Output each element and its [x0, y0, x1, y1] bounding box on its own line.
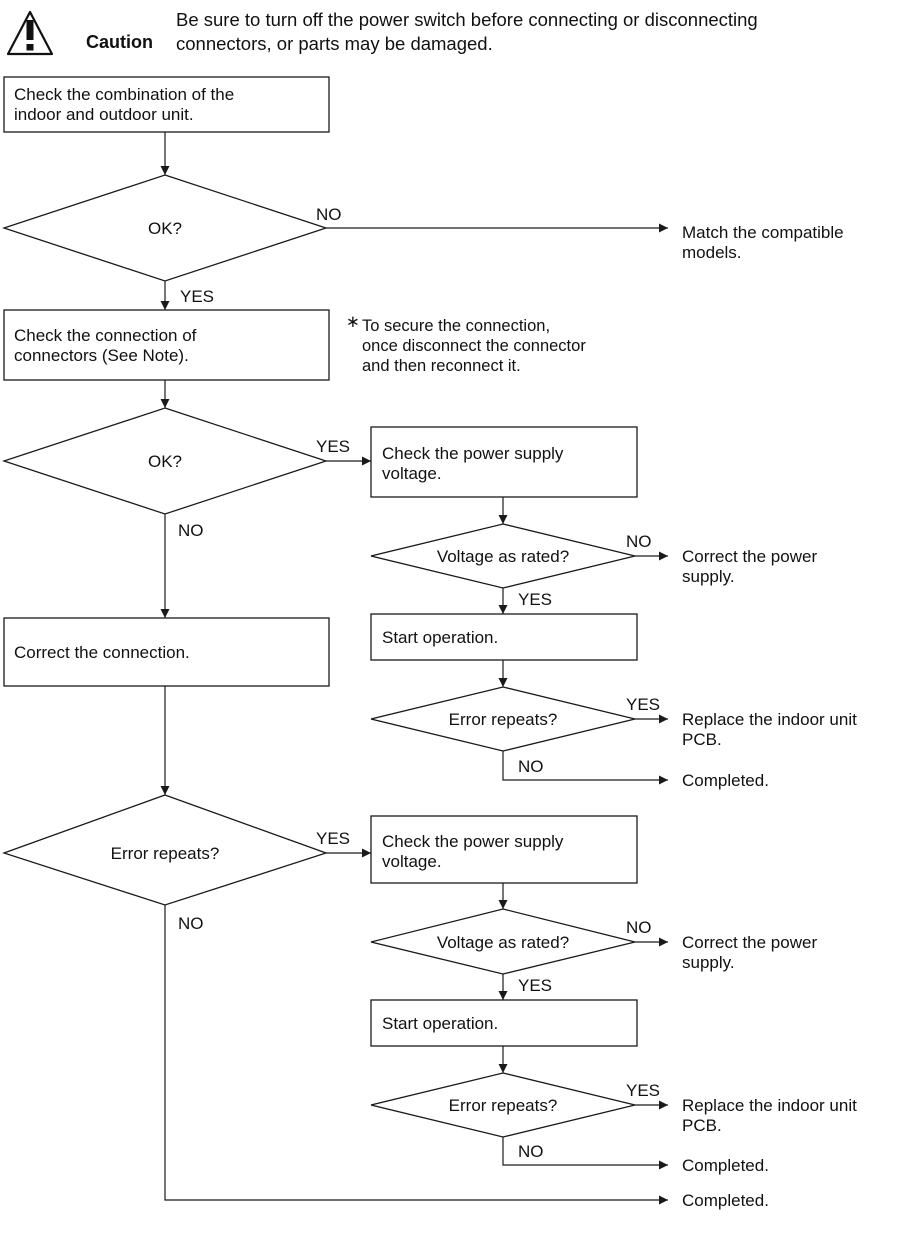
edge-label-yes: YES — [518, 590, 552, 609]
process-box: Start operation. — [370, 999, 638, 1047]
decision-diamond: Voltage as rated? — [370, 523, 636, 589]
decision-diamond: OK? — [1, 174, 329, 282]
note-line: and then reconnect it. — [362, 357, 521, 375]
outcome-line: Correct the power — [682, 933, 817, 952]
edge-label-yes: YES — [316, 437, 350, 456]
outcome-line: Replace the indoor unit — [682, 710, 857, 729]
edge-label-yes: YES — [626, 695, 660, 714]
edge-label-no: NO — [626, 532, 652, 551]
decision-text: Error repeats? — [449, 1096, 558, 1115]
decision-diamond: Voltage as rated? — [370, 908, 636, 975]
edge-label-no: NO — [518, 757, 544, 776]
edge-label-yes: YES — [180, 287, 214, 306]
decision-text: Error repeats? — [111, 844, 220, 863]
decision-diamond: Error repeats? — [370, 1072, 636, 1138]
connection-note: ∗ To secure the connection, once disconn… — [346, 313, 586, 375]
edge-error-main-no — [164, 905, 668, 1205]
outcome-line: PCB. — [682, 730, 722, 749]
process-box: Correct the connection. — [3, 617, 330, 687]
box-text-line: Check the power supply — [382, 444, 564, 463]
decision-text: Voltage as rated? — [437, 547, 569, 566]
box-text-line: Check the combination of the — [14, 85, 234, 104]
edge-error-b-no — [502, 1137, 668, 1170]
box-text-line: Check the power supply — [382, 832, 564, 851]
outcome-line: supply. — [682, 953, 735, 972]
caution-message-line-1: Be sure to turn off the power switch bef… — [176, 9, 758, 30]
box-text-line: Start operation. — [382, 1014, 498, 1033]
box-text-line: Start operation. — [382, 628, 498, 647]
process-box: Check the power supply voltage. — [370, 426, 638, 498]
warning-triangle-icon — [6, 10, 54, 56]
edge-labels: NO YES YES NO NO YES YES NO YES NO NO YE… — [178, 205, 660, 1161]
box-text-line: voltage. — [382, 852, 442, 871]
outcome-text: Completed. — [682, 771, 769, 790]
process-box: Check the power supply voltage. — [370, 815, 638, 884]
edge-label-no: NO — [518, 1142, 544, 1161]
box-text-line: Correct the connection. — [14, 643, 190, 662]
outcome-text: Completed. — [682, 1156, 769, 1175]
box-text-line: connectors (See Note). — [14, 346, 189, 365]
edge-label-yes: YES — [316, 829, 350, 848]
connectors — [160, 132, 668, 1205]
note-line: To secure the connection, — [362, 317, 550, 335]
edge-label-no: NO — [316, 205, 342, 224]
outcome-line: PCB. — [682, 1116, 722, 1135]
decision-text: Error repeats? — [449, 710, 558, 729]
outcome-line: models. — [682, 243, 742, 262]
outcome-line: Completed. — [682, 1191, 769, 1210]
process-box: Check the connection of connectors (See … — [3, 309, 330, 381]
outcome-text: Replace the indoor unit PCB. — [682, 1096, 857, 1135]
outcome-text: Match the compatible models. — [682, 223, 844, 262]
box-text-line: Check the connection of — [14, 326, 197, 345]
edge-label-no: NO — [626, 918, 652, 937]
process-box: Start operation. — [370, 613, 638, 661]
outcome-line: Completed. — [682, 1156, 769, 1175]
outcome-line: Correct the power — [682, 547, 817, 566]
outcome-text: Completed. — [682, 1191, 769, 1210]
edge-error-a-no — [502, 751, 668, 785]
outcome-line: Completed. — [682, 771, 769, 790]
box-text-line: indoor and outdoor unit. — [14, 105, 194, 124]
note-marker: ∗ — [346, 313, 360, 331]
outcome-line: Replace the indoor unit — [682, 1096, 857, 1115]
decision-text: OK? — [148, 452, 182, 471]
edge-label-no: NO — [178, 914, 204, 933]
caution-header: Caution Be sure to turn off the power sw… — [6, 9, 758, 56]
box-text-line: voltage. — [382, 464, 442, 483]
edge-label-yes: YES — [518, 976, 552, 995]
edge-label-yes: YES — [626, 1081, 660, 1100]
decision-text: OK? — [148, 219, 182, 238]
outcome-text: Correct the power supply. — [682, 933, 817, 972]
process-box: Check the combination of the indoor and … — [3, 76, 330, 133]
decision-diamond: OK? — [1, 407, 329, 515]
caution-message-line-2: connectors, or parts may be damaged. — [176, 33, 493, 54]
outcome-line: Match the compatible — [682, 223, 844, 242]
note-line: once disconnect the connector — [362, 337, 586, 355]
decision-text: Voltage as rated? — [437, 933, 569, 952]
outcome-text: Replace the indoor unit PCB. — [682, 710, 857, 749]
edge-label-no: NO — [178, 521, 204, 540]
caution-title: Caution — [86, 32, 153, 52]
decision-diamond: Error repeats? — [370, 686, 636, 752]
outcome-text: Correct the power supply. — [682, 547, 817, 586]
decision-diamond: Error repeats? — [1, 794, 329, 906]
outcome-line: supply. — [682, 567, 735, 586]
